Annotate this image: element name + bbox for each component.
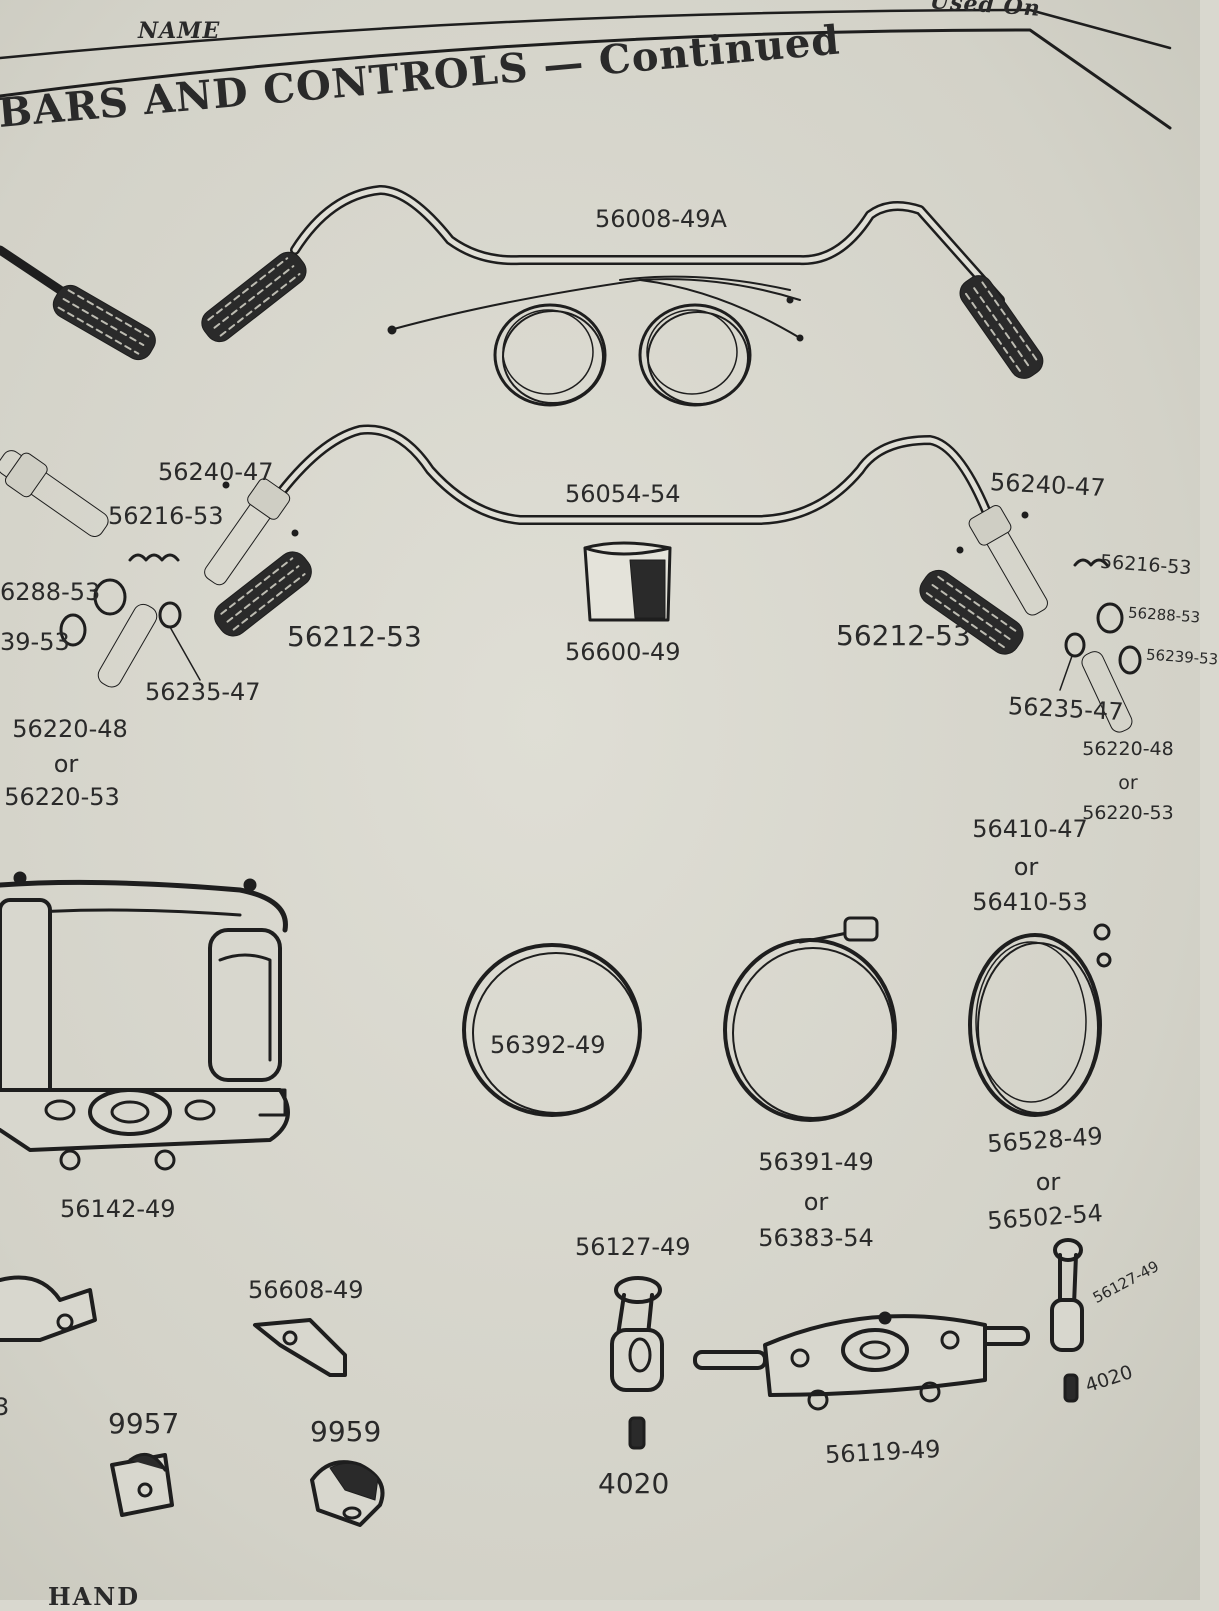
header-name-label: NAME [138, 18, 221, 44]
or-label-right: or [1118, 772, 1138, 794]
part-label-56127-49: 56127-49 [575, 1233, 691, 1261]
handlebar-56054-54 [0, 424, 1142, 733]
header-bottom-rule [0, 28, 1172, 130]
part-label-56410-53: 56410-53 [972, 888, 1088, 916]
or-label-coil: or [803, 1188, 829, 1216]
clip-9959 [310, 1460, 385, 1527]
part-label-56392-49: 56392-49 [490, 1031, 606, 1059]
part-label-56235-47-right: 56235-47 [1007, 691, 1125, 727]
part-label-56212-53-right: 56212-53 [836, 619, 971, 652]
arm-56127-49 [610, 1276, 664, 1450]
or-label-56410: or [1013, 853, 1039, 881]
part-label-cut-3: 3 [0, 1393, 10, 1421]
part-label-56600-49: 56600-49 [565, 638, 681, 666]
part-label-56008-49a: 56008-49A [595, 205, 727, 233]
or-label-coil2: or [1035, 1168, 1061, 1196]
part-label-56288-53-left: 6288-53 [0, 578, 101, 606]
part-label-56235-47-left: 56235-47 [145, 678, 261, 706]
part-label-56142-49: 56142-49 [60, 1195, 176, 1223]
part-label-9957: 9957 [108, 1407, 180, 1440]
part-label-56220-53-left: 56220-53 [4, 783, 120, 811]
part-label-56054-54: 56054-54 [565, 480, 681, 508]
clip-56608-49 [253, 1318, 347, 1377]
coil-56528-49 [968, 923, 1112, 1117]
or-label-left: or [53, 750, 79, 778]
header-top-rule [0, 8, 1172, 60]
part-label-56212-53-left: 56212-53 [287, 620, 422, 653]
part-label-56391-49: 56391-49 [758, 1148, 874, 1176]
part-label-56119-49: 56119-49 [824, 1434, 942, 1470]
clip-9957 [110, 1452, 174, 1517]
arm-56127-49-right [1050, 1238, 1084, 1403]
part-label-56220-48-left: 56220-48 [12, 715, 128, 743]
part-label-56608-49: 56608-49 [248, 1276, 364, 1304]
part-label-56410-47: 56410-47 [972, 815, 1088, 843]
part-label-56240-47-right: 56240-47 [989, 467, 1107, 503]
coil-56392-49 [462, 943, 642, 1117]
fork-clamp-56142-49 [0, 871, 290, 1171]
bracket-partial [0, 1275, 97, 1342]
part-label-56220-48-right: 56220-48 [1082, 738, 1174, 760]
part-label-4020: 4020 [598, 1467, 670, 1500]
part-label-56239-53-left: 39-53 [0, 628, 70, 656]
part-label-9959: 9959 [310, 1415, 382, 1448]
clamp-56119-49 [693, 1311, 1030, 1411]
part-label-56240-47-left: 56240-47 [158, 458, 274, 486]
part-label-56383-54: 56383-54 [758, 1224, 874, 1252]
part-label-56220-53-right: 56220-53 [1082, 802, 1174, 824]
handlebar-56008-49a [0, 185, 1044, 407]
coil-56391-49 [723, 916, 897, 1122]
bottom-cut-heading: HAND [48, 1582, 141, 1611]
part-label-56216-53-left: 56216-53 [108, 502, 224, 530]
parts-illustration [0, 8, 1172, 1527]
